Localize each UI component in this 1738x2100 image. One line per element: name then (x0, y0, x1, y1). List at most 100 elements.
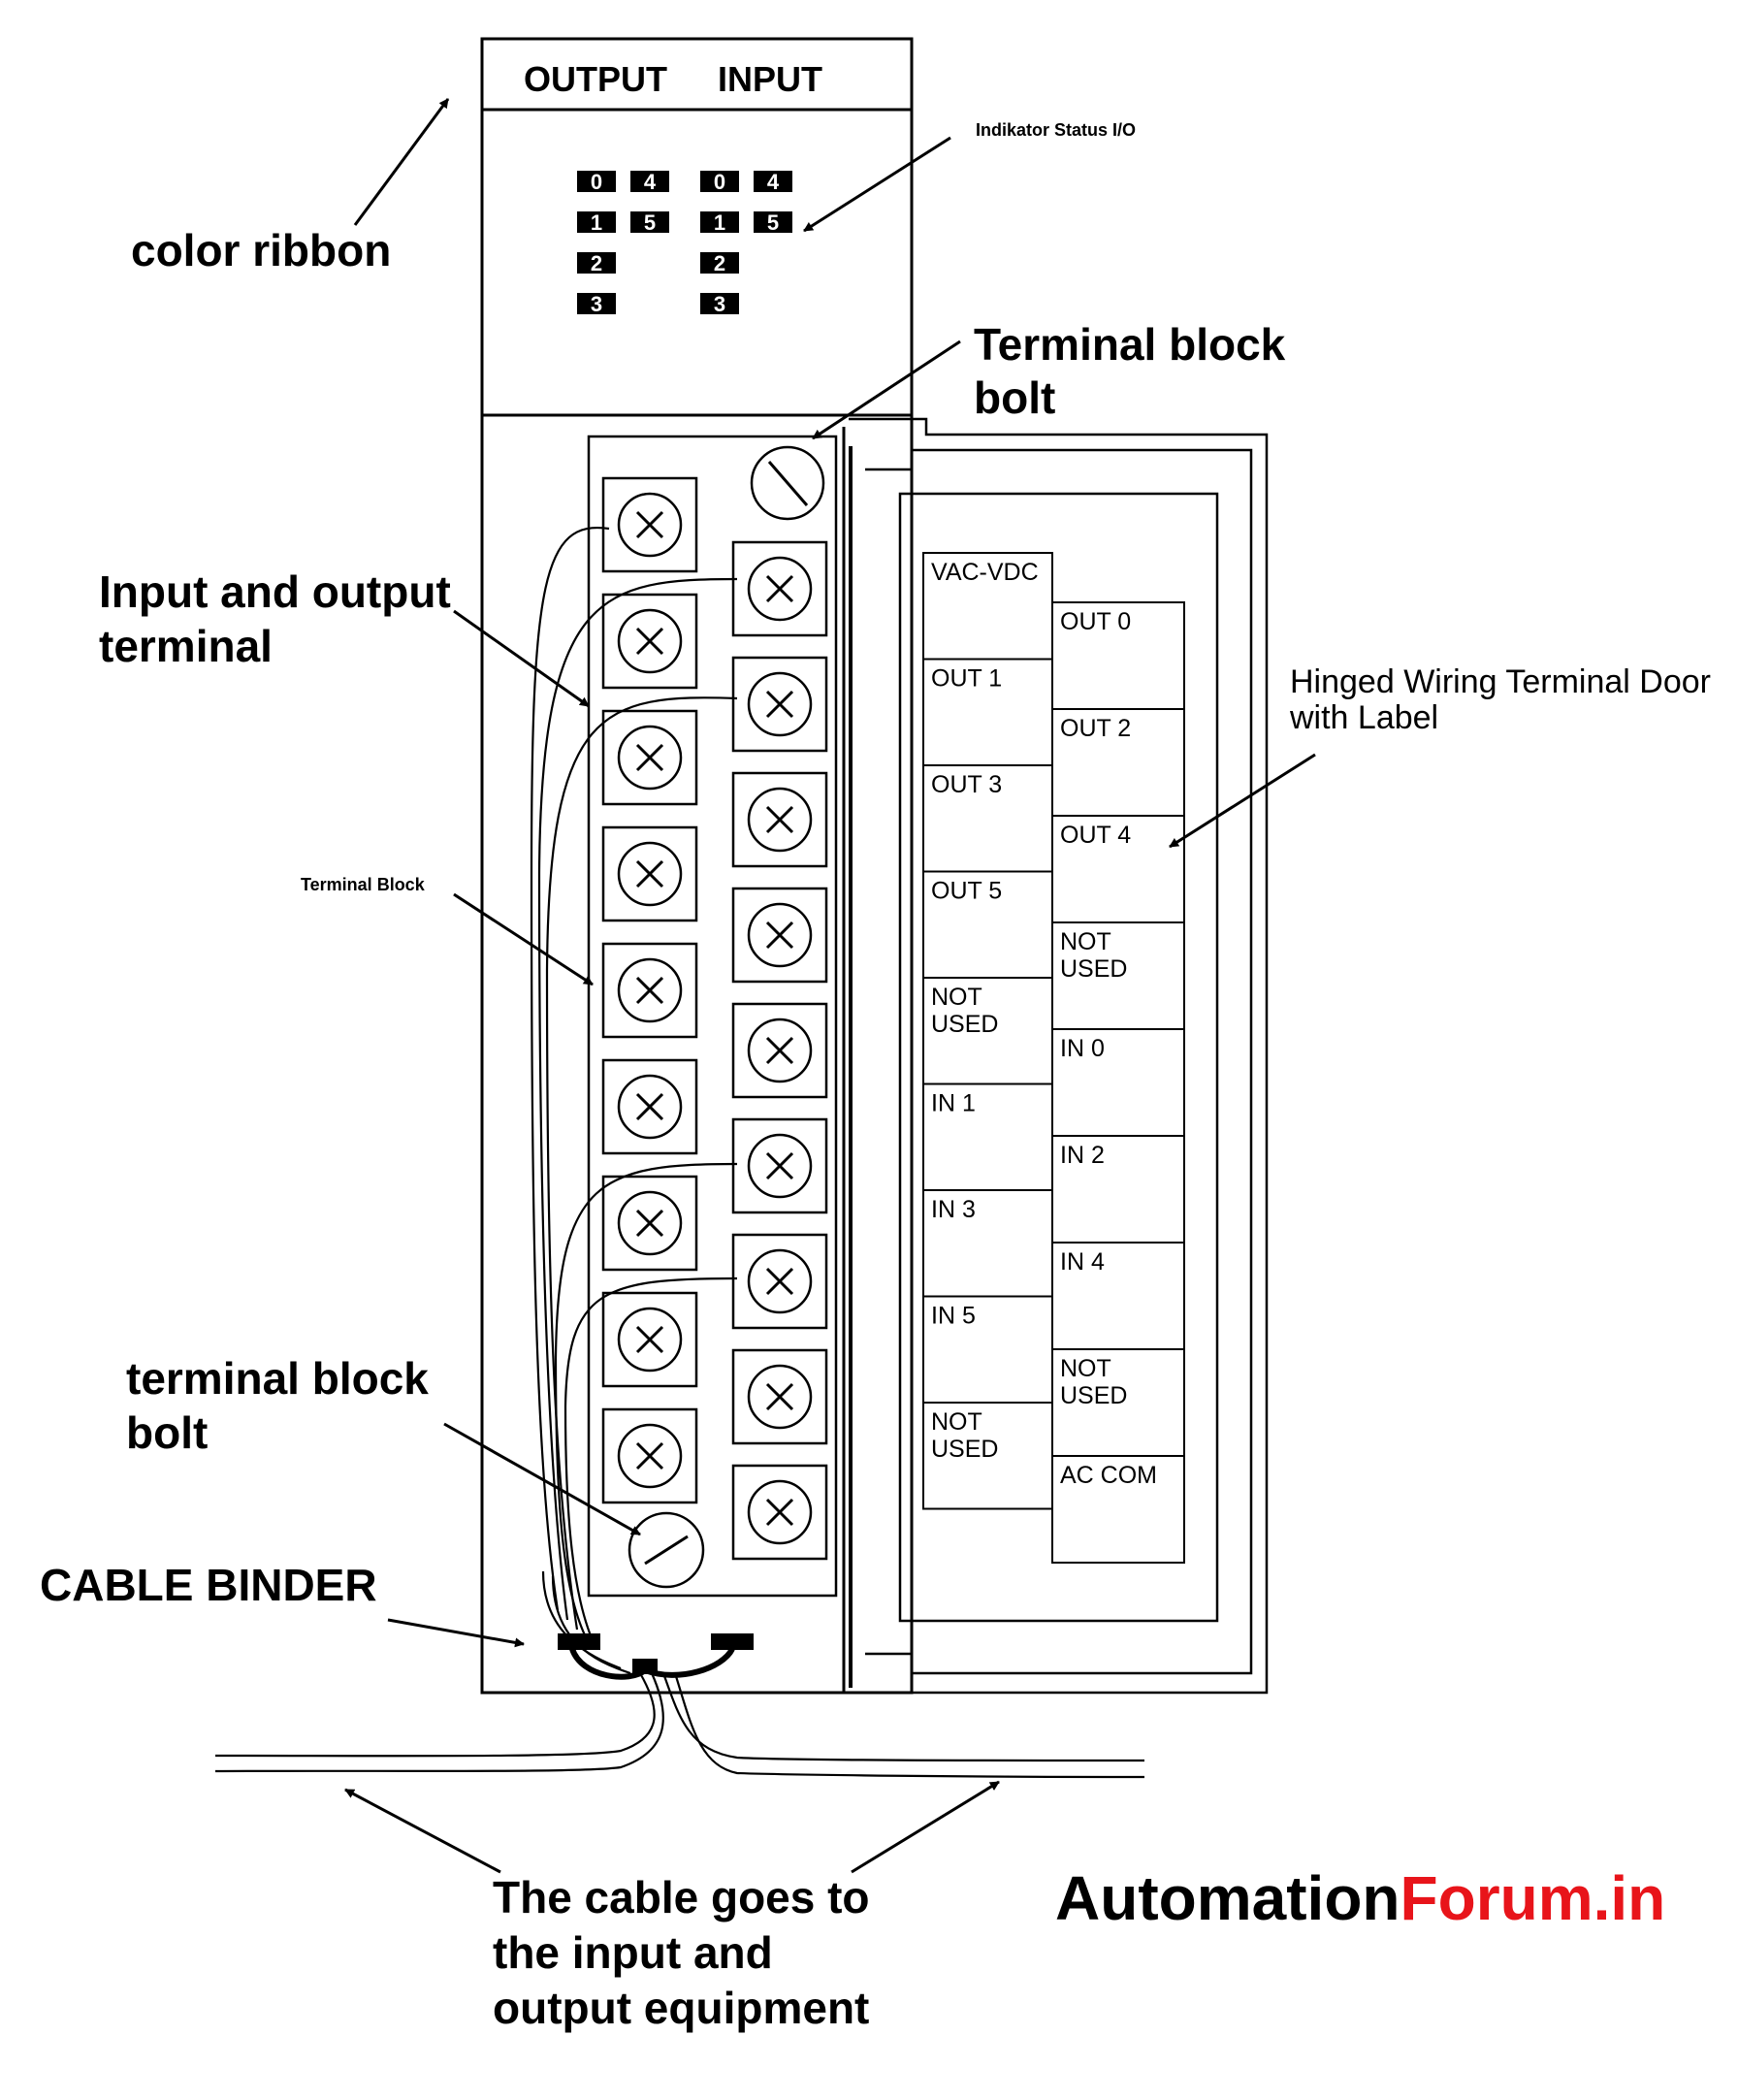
terminal-screw-right[interactable] (731, 887, 828, 984)
header-output-label: OUTPUT (524, 59, 667, 99)
bolt-bottom-slot (644, 1535, 689, 1566)
door-cell-label: OUT 1 (931, 665, 1002, 693)
output-led-0-label: 0 (591, 170, 602, 194)
arrow-color-ribbon (353, 98, 450, 226)
annotation-cable-line3: output equipment (493, 1983, 869, 2033)
terminal-screw-right[interactable] (731, 1233, 828, 1330)
terminal-screw-left[interactable] (601, 1058, 698, 1155)
wire (554, 1162, 738, 1640)
exit-wire (661, 1672, 1145, 1762)
terminal-block (587, 427, 846, 1693)
door-cell-label: USED (1060, 1382, 1127, 1409)
door-cell-label: OUT 3 (931, 771, 1002, 798)
arrow-hinged-door (1169, 753, 1316, 849)
door-cell-right: IN 0 (1051, 1028, 1185, 1137)
door-cell-border (1051, 1242, 1185, 1350)
input-led-0-label: 0 (714, 170, 725, 194)
terminal-screw-left[interactable] (601, 1175, 698, 1272)
door-cell-border (1051, 1455, 1185, 1564)
terminal-screw-right[interactable] (731, 1002, 828, 1099)
cable-binder-clip-left (558, 1633, 600, 1650)
input-led-2 (700, 252, 739, 274)
door-cell-label: USED (931, 1436, 998, 1463)
screw-cross-icon (765, 1036, 794, 1065)
brand-logo: AutomationForum.in (1055, 1863, 1665, 1933)
terminal-screw-left[interactable] (601, 476, 698, 573)
door-cell-left: IN 3 (922, 1189, 1053, 1298)
output-led-2-label: 2 (591, 251, 602, 275)
annotation-arrows (344, 98, 1316, 1874)
terminal-screw-left[interactable] (601, 1407, 698, 1504)
door-cell-border (922, 1082, 1053, 1191)
arrow-bolt-top (812, 339, 961, 440)
module-body-outline (480, 37, 914, 1695)
output-led-0 (577, 171, 616, 192)
screw-cross-icon (635, 1441, 664, 1470)
terminal-screw-right[interactable] (731, 771, 828, 868)
annotation-bolt-bottom-line2: bolt (126, 1407, 208, 1458)
door-cell-label: IN 5 (931, 1303, 976, 1330)
output-led-5 (630, 211, 669, 233)
terminal-screw-right[interactable] (731, 1117, 828, 1214)
door-cell-left: IN 1 (922, 1082, 1053, 1191)
output-led-1-label: 1 (591, 210, 602, 235)
door-cell-right: OUT 2 (1051, 708, 1185, 817)
terminal-screw-left[interactable] (601, 593, 698, 690)
terminal-screw-left[interactable] (601, 1291, 698, 1388)
door-cell-right: AC COM (1051, 1455, 1185, 1564)
door-cell-right: OUT 4 (1051, 815, 1185, 923)
door-cell-label: IN 0 (1060, 1035, 1105, 1062)
door-cell-label: NOT (1060, 928, 1111, 955)
screw-cross-icon (765, 1151, 794, 1180)
arrow-io-terminal (453, 609, 590, 708)
terminal-bolt-bottom[interactable] (628, 1511, 705, 1589)
annotation-color-ribbon: color ribbon (131, 225, 391, 275)
screw-cross-icon (635, 1325, 664, 1354)
door-cell-right: IN 2 (1051, 1135, 1185, 1244)
output-led-4-label: 4 (644, 170, 657, 194)
door-cell-border (922, 552, 1053, 661)
annotation-cable-line1: The cable goes to (493, 1872, 870, 1922)
wire (545, 696, 738, 1631)
bolt-top-slot (767, 461, 809, 506)
output-led-4 (630, 171, 669, 192)
output-led-3-label: 3 (591, 292, 602, 316)
exit-cable (214, 1672, 1145, 1779)
screw-cross-icon (635, 976, 664, 1005)
output-led-5-label: 5 (644, 210, 656, 235)
header-input-label: INPUT (718, 59, 822, 99)
binder-strap (569, 1647, 735, 1680)
terminal-screw-right[interactable] (731, 540, 828, 637)
arrow-cable-left (344, 1788, 501, 1874)
terminal-screw-left[interactable] (601, 709, 698, 806)
annotation-cable-line2: the input and (493, 1927, 773, 1978)
annotation-hinged-line2: with Label (1289, 699, 1438, 736)
brand-part1: Automation (1055, 1863, 1400, 1933)
input-led-3-label: 3 (714, 292, 725, 316)
terminal-block-frame (587, 435, 838, 1598)
terminal-screw-left[interactable] (601, 825, 698, 922)
door-cell-left: OUT 1 (922, 658, 1053, 766)
hinged-door[interactable] (849, 417, 1269, 1695)
door-cell-left: IN 5 (922, 1295, 1053, 1404)
screw-cross-icon (765, 1382, 794, 1411)
arrow-cable-binder (387, 1618, 525, 1648)
terminal-bolt-top[interactable] (750, 445, 825, 521)
door-cell-border (1051, 921, 1185, 1030)
door-cell-label: USED (1060, 955, 1127, 983)
input-led-0 (700, 171, 739, 192)
terminal-screw-right[interactable] (731, 1348, 828, 1445)
screw-cross-icon (635, 1209, 664, 1238)
terminal-screw-left[interactable] (601, 942, 698, 1039)
annotation-bolt-top-line1: Terminal block (974, 319, 1286, 370)
terminal-screw-right[interactable] (731, 656, 828, 753)
cable-binder (558, 1633, 754, 1680)
terminal-screw-right[interactable] (731, 1464, 828, 1561)
door-inner-frame (865, 448, 1253, 1675)
annotation-io-terminal-line2: terminal (99, 621, 273, 671)
input-led-3 (700, 293, 739, 314)
annotation-bolt-bottom-line1: terminal block (126, 1353, 429, 1404)
